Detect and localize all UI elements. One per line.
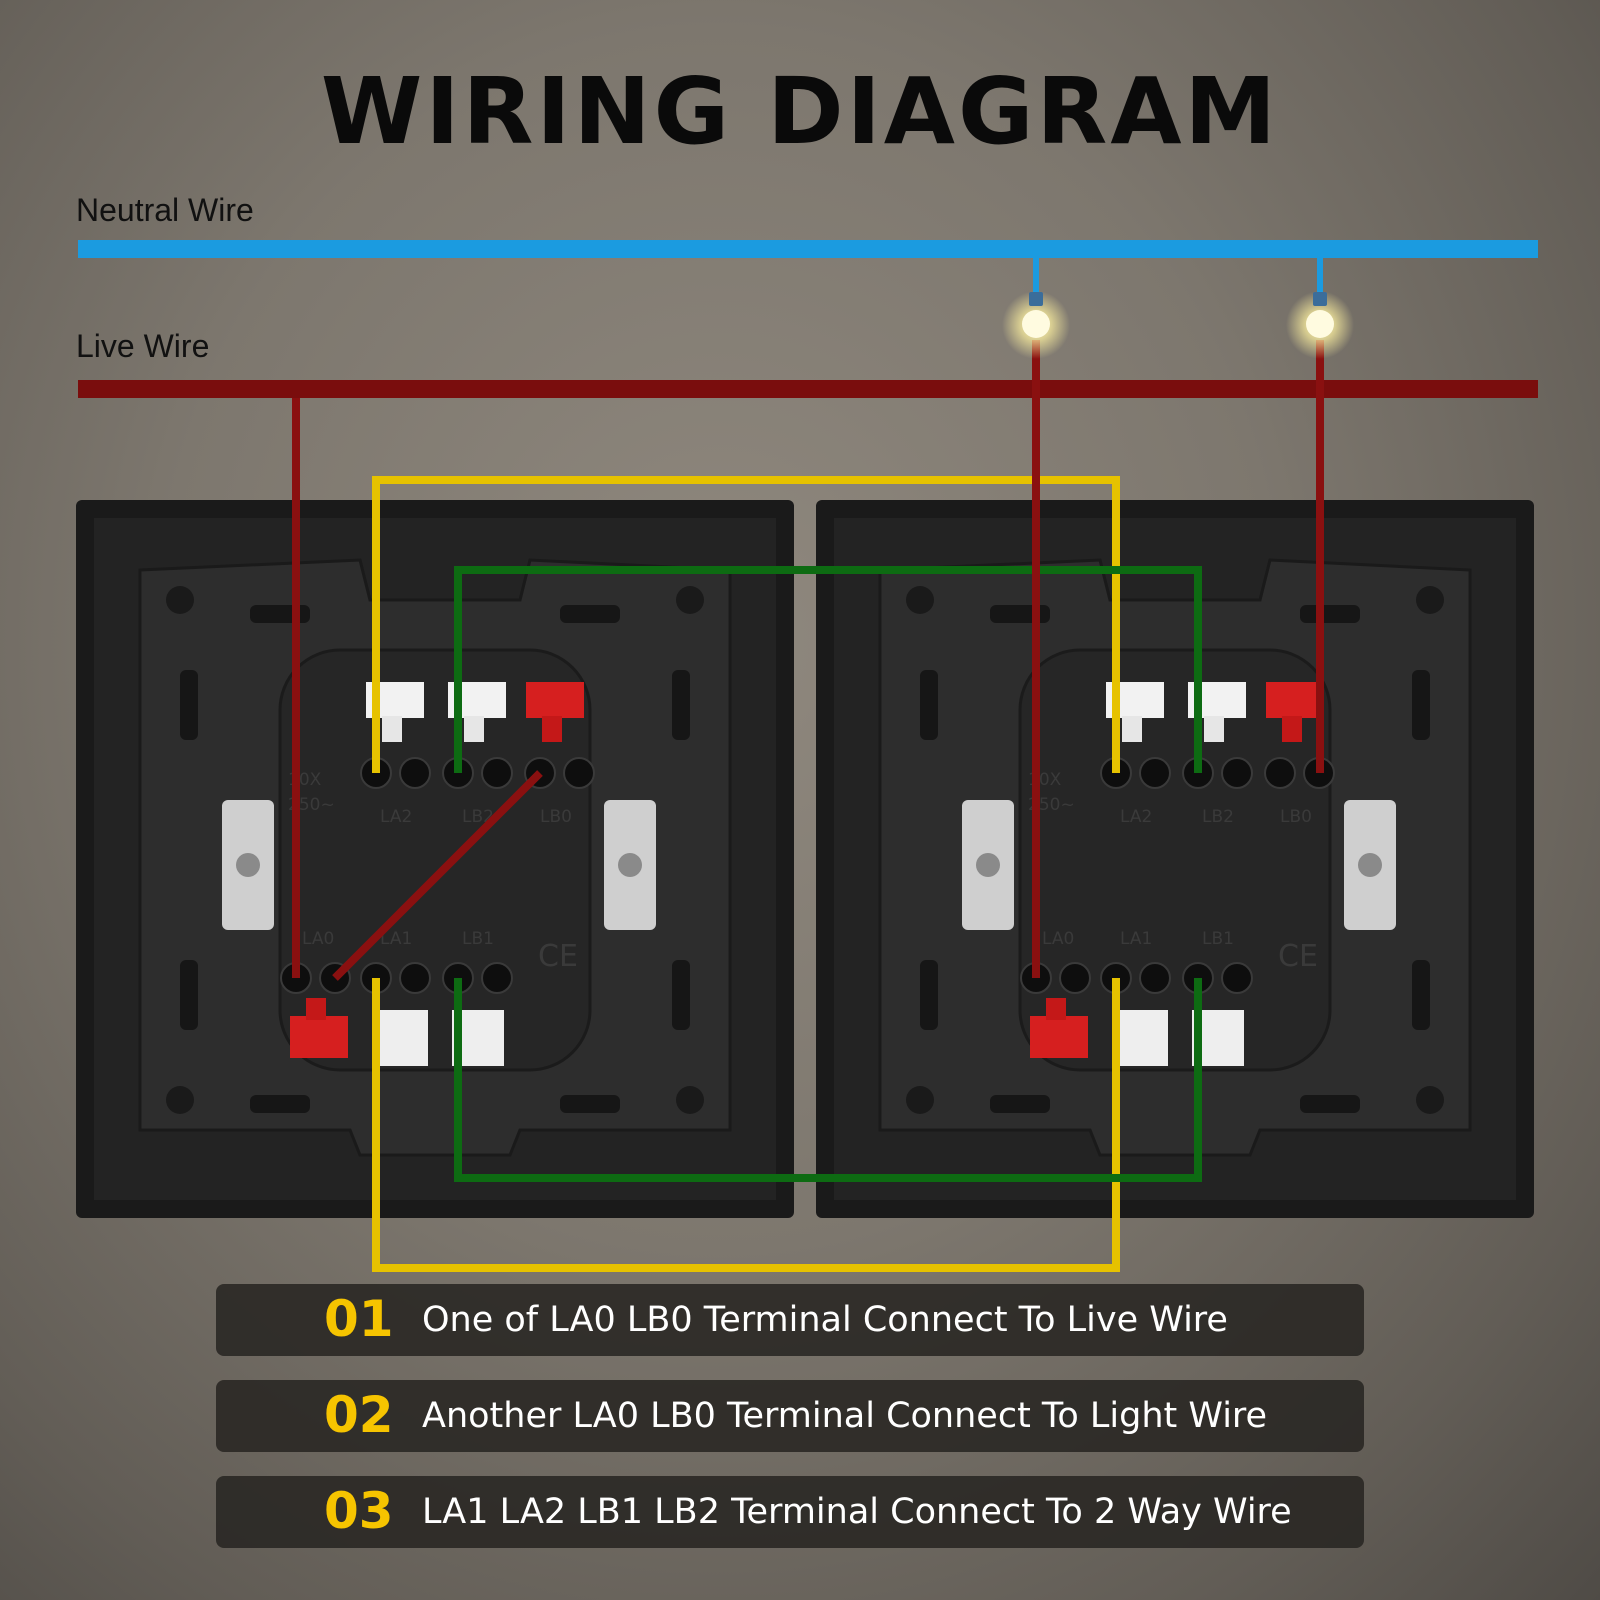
screw-icon: [1358, 853, 1382, 877]
note-3: 03 LA1 LA2 LB1 LB2 Terminal Connect To 2…: [216, 1476, 1364, 1548]
terminal-lever-icon: [290, 1016, 348, 1058]
page-title: WIRING DIAGRAM: [320, 58, 1280, 165]
note-text: One of LA0 LB0 Terminal Connect To Live …: [422, 1300, 1228, 1340]
two-way-wire-la2: [372, 476, 1120, 773]
note-number: 01: [324, 1290, 394, 1348]
light-bulb-icon: [1286, 291, 1354, 359]
note-number: 02: [324, 1386, 394, 1444]
neutral-wire: [78, 240, 1538, 258]
terminal-label: LB1: [1202, 929, 1234, 949]
terminal-label: LA0: [302, 929, 334, 949]
light-bulb-icon: [1002, 291, 1070, 359]
terminal-label: LA2: [380, 807, 412, 827]
two-way-wire-lb2: [454, 566, 1202, 773]
two-way-wire-lb1: [454, 978, 1202, 1182]
live-wire-label: Live Wire: [76, 328, 210, 364]
note-text: LA1 LA2 LB1 LB2 Terminal Connect To 2 Wa…: [422, 1492, 1292, 1532]
note-text: Another LA0 LB0 Terminal Connect To Ligh…: [422, 1396, 1268, 1436]
terminal-lever-icon: [1266, 682, 1324, 718]
terminal-lever-icon: [1030, 1016, 1088, 1058]
neutral-wire-label: Neutral Wire: [76, 192, 254, 228]
terminal-label: LB1: [462, 929, 494, 949]
screw-icon: [236, 853, 260, 877]
switch-mechanism: [278, 648, 592, 1072]
terminal-lever-icon: [376, 1010, 428, 1066]
switch-right: LA2 LB2 LB0 LA0 LA1 LB1 10X 250~ CE: [816, 500, 1534, 1218]
note-1: 01 One of LA0 LB0 Terminal Connect To Li…: [216, 1284, 1364, 1356]
terminal-label: LB0: [1280, 807, 1312, 827]
note-2: 02 Another LA0 LB0 Terminal Connect To L…: [216, 1380, 1364, 1452]
terminal-label: LA1: [380, 929, 412, 949]
terminal-label: LA0: [1042, 929, 1074, 949]
ce-mark: CE: [538, 939, 578, 974]
two-way-wire-la1: [372, 978, 1120, 1272]
terminal-label: LB2: [1202, 807, 1234, 827]
terminal-label: LB0: [540, 807, 572, 827]
screw-icon: [618, 853, 642, 877]
terminal-lever-icon: [1116, 1010, 1168, 1066]
terminal-label: LA2: [1120, 807, 1152, 827]
note-number: 03: [324, 1482, 394, 1540]
ce-mark: CE: [1278, 939, 1318, 974]
terminal-lever-icon: [526, 682, 584, 718]
jumper-la0-lb0: [332, 770, 543, 981]
screw-icon: [976, 853, 1000, 877]
switch-mechanism: [1018, 648, 1332, 1072]
switch-left: LA2 LB2 LB0 LA0 LA1 LB1 10X 250~ CE: [76, 500, 794, 1218]
terminal-label: LA1: [1120, 929, 1152, 949]
live-wire: [78, 380, 1538, 398]
